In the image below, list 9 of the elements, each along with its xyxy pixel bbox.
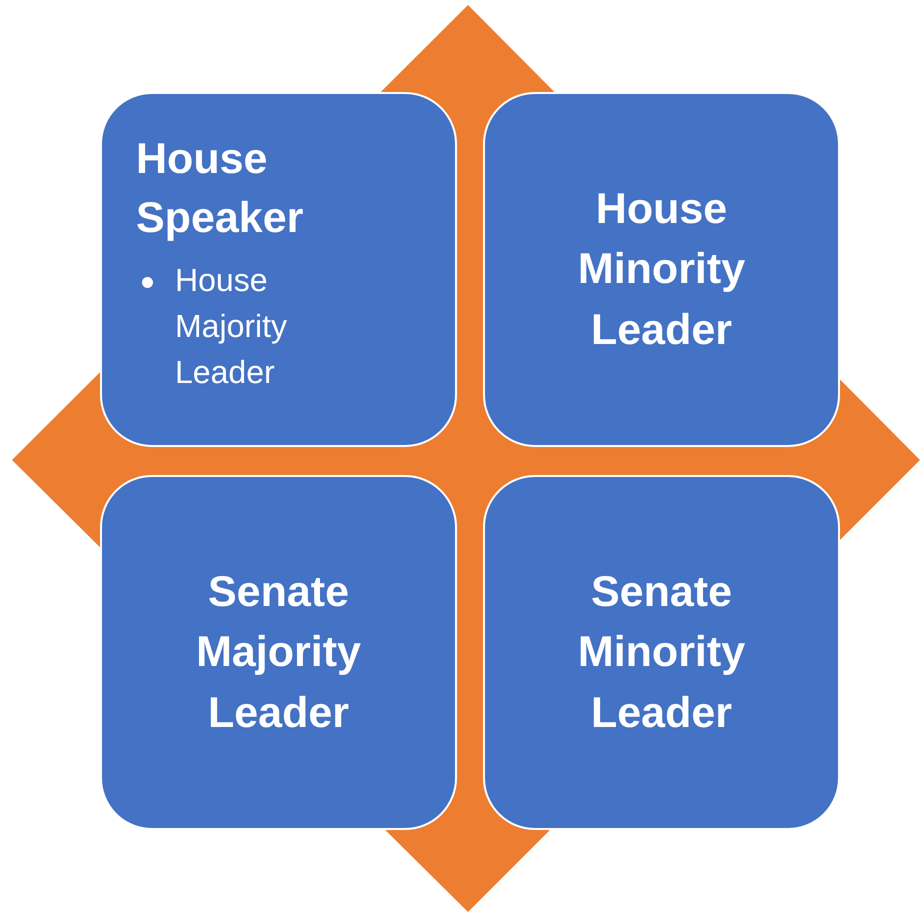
box-heading: House Speaker [136,134,304,244]
bullet-text: House Majority Leader [175,260,288,392]
rounded-box [483,475,840,830]
box-heading: House Minority Leader [576,184,746,356]
rounded-box [100,92,457,447]
box-heading: Senate Minority Leader [576,567,746,739]
box-heading: Senate Majority Leader [195,567,362,739]
rounded-box [483,92,840,447]
rounded-box [100,475,457,830]
